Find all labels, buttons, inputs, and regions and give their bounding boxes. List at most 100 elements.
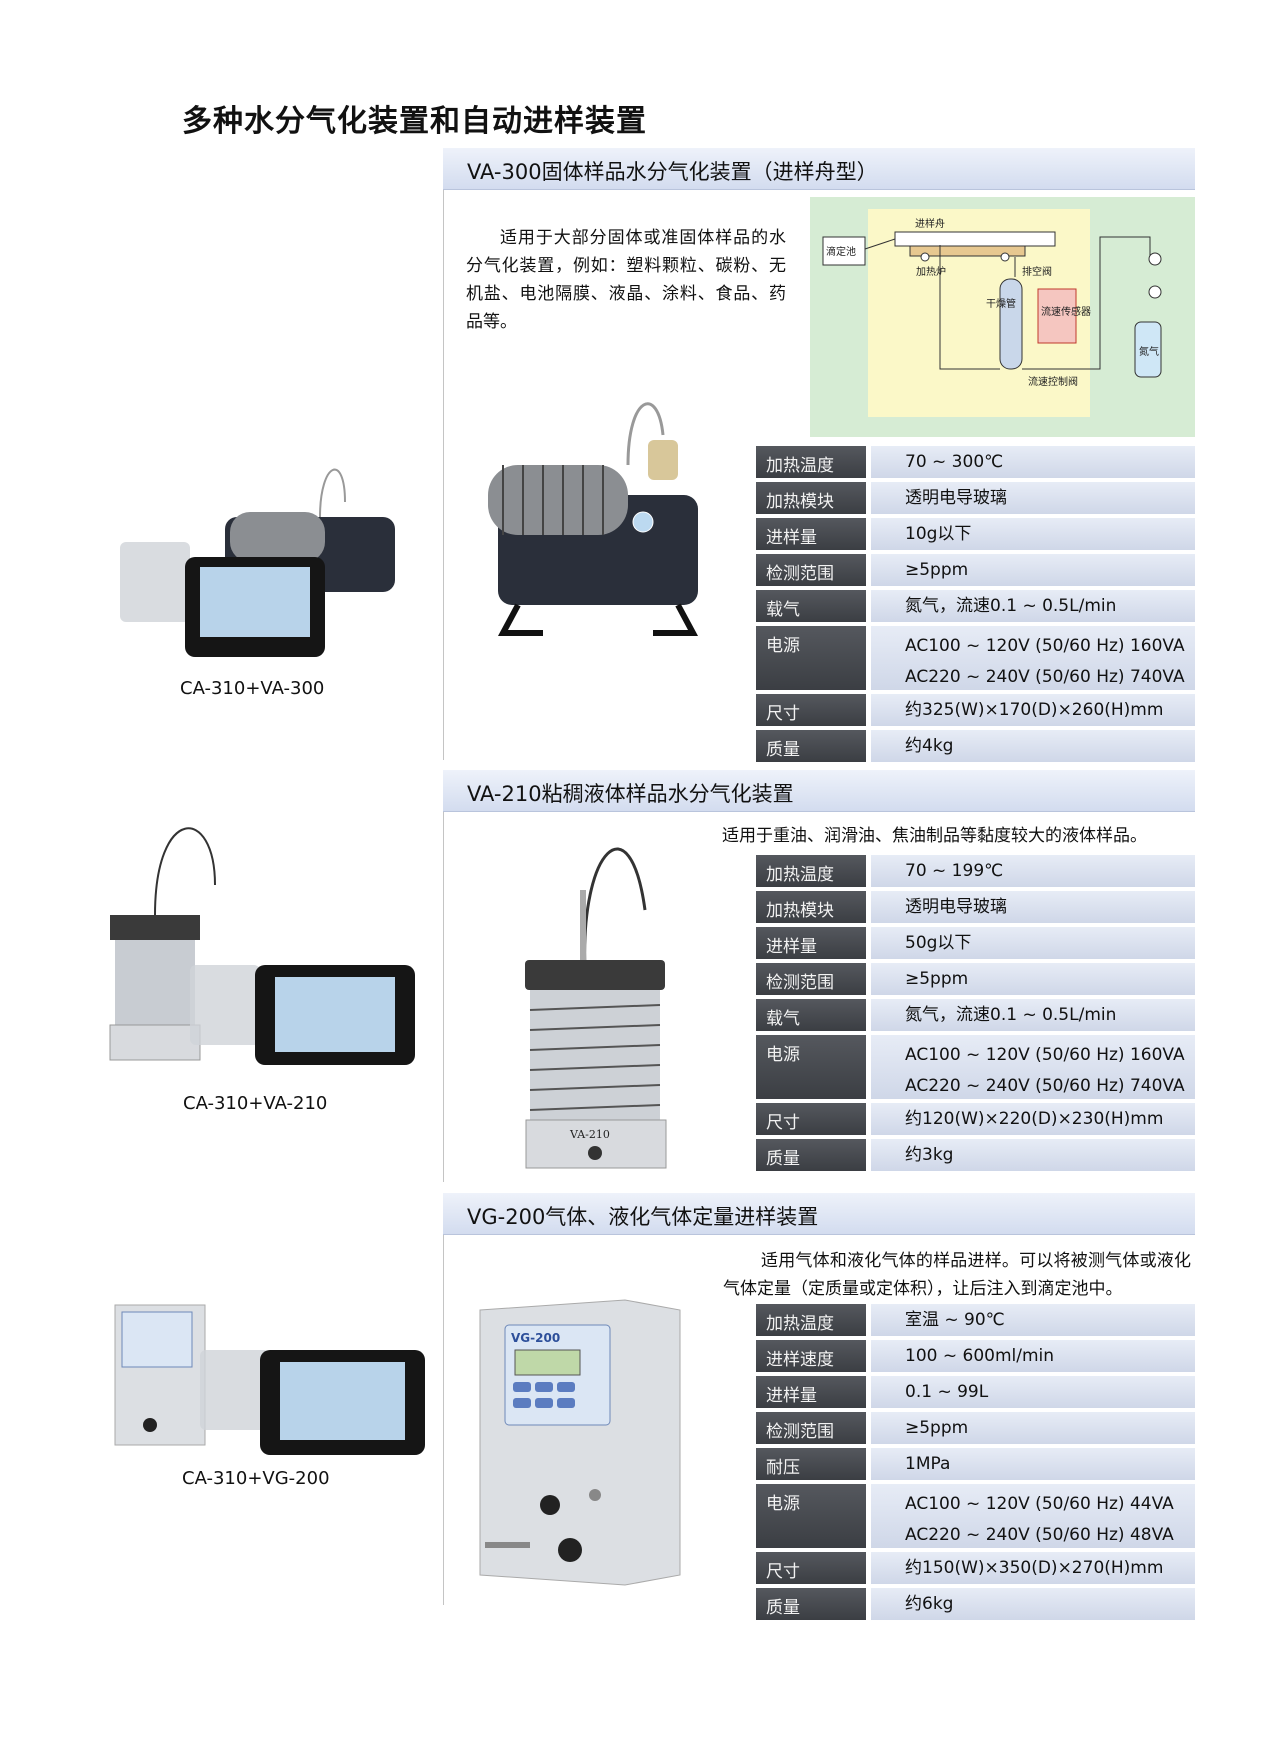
spec-label: 尺寸 xyxy=(756,1552,866,1584)
spec-value: 70 ~ 199℃ xyxy=(871,855,1195,887)
spec-value: 约325(W)×170(D)×260(H)mm xyxy=(871,694,1195,726)
spec-row: 载气 氮气，流速0.1 ~ 0.5L/min xyxy=(756,590,1195,622)
spec-label: 检测范围 xyxy=(756,554,866,586)
spec-label: 进样量 xyxy=(756,1376,866,1408)
spec-label: 电源 xyxy=(756,1035,866,1099)
spec-label: 质量 xyxy=(756,1139,866,1171)
spec-label: 质量 xyxy=(756,1588,866,1620)
spec-row: 检测范围 ≥5ppm xyxy=(756,963,1195,995)
section-title: VA-300固体样品水分气化装置（进样舟型） xyxy=(467,160,878,184)
label-titration-cell: 滴定池 xyxy=(826,245,856,258)
label-flow-sensor: 流速传感器 xyxy=(1041,305,1091,318)
spec-label: 加热温度 xyxy=(756,446,866,478)
spec-row: 检测范围 ≥5ppm xyxy=(756,554,1195,586)
device-caption: CA-310+VA-210 xyxy=(183,1093,328,1114)
spec-value-multiline: AC100 ~ 120V (50/60 Hz) 160VA AC220 ~ 24… xyxy=(871,626,1195,690)
spec-row: 检测范围 ≥5ppm xyxy=(756,1412,1195,1444)
spec-label: 检测范围 xyxy=(756,1412,866,1444)
spec-row-power: 电源 AC100 ~ 120V (50/60 Hz) 160VA AC220 ~… xyxy=(756,1035,1195,1099)
spec-value: 氮气，流速0.1 ~ 0.5L/min xyxy=(871,999,1195,1031)
va210-device-image: VA-210 xyxy=(525,847,667,1169)
spec-row: 质量 约6kg xyxy=(756,1588,1195,1620)
spec-value: 0.1 ~ 99L xyxy=(871,1376,1195,1408)
section-header-vg200: VG-200气体、液化气体定量进样装置 xyxy=(443,1193,1195,1235)
spec-value: ≥5ppm xyxy=(871,554,1195,586)
spec-row-power: 电源 AC100 ~ 120V (50/60 Hz) 160VA AC220 ~… xyxy=(756,626,1195,690)
spec-label: 加热模块 xyxy=(756,482,866,514)
spec-value: ≥5ppm xyxy=(871,963,1195,995)
va300-device-image xyxy=(488,402,699,636)
spec-label: 质量 xyxy=(756,730,866,762)
device-caption: CA-310+VG-200 xyxy=(182,1468,330,1489)
spec-label: 尺寸 xyxy=(756,694,866,726)
spec-value-line: AC220 ~ 240V (50/60 Hz) 740VA xyxy=(905,1076,1185,1096)
label-vent-valve: 排空阀 xyxy=(1022,265,1052,278)
spec-value-line: AC220 ~ 240V (50/60 Hz) 740VA xyxy=(905,667,1185,687)
spec-value: 1MPa xyxy=(871,1448,1195,1480)
label-flow-control-valve: 流速控制阀 xyxy=(1028,375,1078,388)
spec-value-line: AC220 ~ 240V (50/60 Hz) 48VA xyxy=(905,1525,1174,1545)
section-header-va210: VA-210粘稠液体样品水分气化装置 xyxy=(443,770,1195,812)
spec-label: 检测范围 xyxy=(756,963,866,995)
spec-row: 尺寸 约150(W)×350(D)×270(H)mm xyxy=(756,1552,1195,1584)
section-description: 适用于大部分固体或准固体样品的水分气化装置，例如：塑料颗粒、碳粉、无机盐、电池隔… xyxy=(466,228,786,332)
spec-label: 加热温度 xyxy=(756,855,866,887)
spec-value-multiline: AC100 ~ 120V (50/60 Hz) 44VA AC220 ~ 240… xyxy=(871,1484,1195,1548)
spec-row-power: 电源 AC100 ~ 120V (50/60 Hz) 44VA AC220 ~ … xyxy=(756,1484,1195,1548)
spec-value: 透明电导玻璃 xyxy=(871,482,1195,514)
ca310-va210-image xyxy=(109,827,415,1065)
label-furnace: 加热炉 xyxy=(916,265,946,278)
spec-label: 进样量 xyxy=(756,518,866,550)
flow-diagram: 滴定池 进样舟 加热炉 排空阀 干燥管 流速传感器 流速控制阀 氮气 xyxy=(810,197,1195,437)
spec-row: 尺寸 约325(W)×170(D)×260(H)mm xyxy=(756,694,1195,726)
spec-row: 质量 约4kg xyxy=(756,730,1195,762)
spec-value-line: AC100 ~ 120V (50/60 Hz) 160VA xyxy=(905,1045,1185,1065)
spec-value: 70 ~ 300℃ xyxy=(871,446,1195,478)
device-label: VG-200 xyxy=(511,1331,560,1345)
spec-label: 电源 xyxy=(756,626,866,690)
spec-value: 室温 ~ 90℃ xyxy=(871,1304,1195,1336)
spec-row: 进样速度 100 ~ 600ml/min xyxy=(756,1340,1195,1372)
spec-value: 氮气，流速0.1 ~ 0.5L/min xyxy=(871,590,1195,622)
spec-row: 加热温度 70 ~ 199℃ xyxy=(756,855,1195,887)
spec-value-line: AC100 ~ 120V (50/60 Hz) 44VA xyxy=(905,1494,1174,1514)
section-title: VG-200气体、液化气体定量进样装置 xyxy=(467,1205,819,1229)
spec-value: 约3kg xyxy=(871,1139,1195,1171)
spec-row: 加热模块 透明电导玻璃 xyxy=(756,482,1195,514)
label-boat: 进样舟 xyxy=(915,217,945,230)
label-drying-tube: 干燥管 xyxy=(986,297,1016,310)
spec-label: 加热模块 xyxy=(756,891,866,923)
section-divider xyxy=(443,190,444,760)
section-title: VA-210粘稠液体样品水分气化装置 xyxy=(467,782,794,806)
device-caption: CA-310+VA-300 xyxy=(180,678,325,699)
spec-row: 加热模块 透明电导玻璃 xyxy=(756,891,1195,923)
vg200-device-image: VG-200 xyxy=(479,1299,681,1586)
section-divider xyxy=(443,812,444,1182)
ca310-va300-image xyxy=(120,468,395,657)
spec-row: 加热温度 室温 ~ 90℃ xyxy=(756,1304,1195,1336)
spec-value-multiline: AC100 ~ 120V (50/60 Hz) 160VA AC220 ~ 24… xyxy=(871,1035,1195,1099)
spec-label: 耐压 xyxy=(756,1448,866,1480)
spec-row: 载气 氮气，流速0.1 ~ 0.5L/min xyxy=(756,999,1195,1031)
page-title: 多种水分气化装置和自动进样装置 xyxy=(182,104,647,139)
spec-row: 加热温度 70 ~ 300℃ xyxy=(756,446,1195,478)
ca310-vg200-image xyxy=(114,1304,425,1455)
spec-value: 100 ~ 600ml/min xyxy=(871,1340,1195,1372)
spec-label: 载气 xyxy=(756,590,866,622)
spec-row: 进样量 0.1 ~ 99L xyxy=(756,1376,1195,1408)
section-divider xyxy=(443,1235,444,1605)
spec-label: 加热温度 xyxy=(756,1304,866,1336)
spec-label: 进样速度 xyxy=(756,1340,866,1372)
spec-row: 耐压 1MPa xyxy=(756,1448,1195,1480)
spec-row: 质量 约3kg xyxy=(756,1139,1195,1171)
spec-label: 载气 xyxy=(756,999,866,1031)
spec-label: 尺寸 xyxy=(756,1103,866,1135)
flow-diagram-svg: 滴定池 进样舟 加热炉 排空阀 干燥管 流速传感器 流速控制阀 氮气 xyxy=(822,217,1162,388)
spec-label: 电源 xyxy=(756,1484,866,1548)
spec-value: 50g以下 xyxy=(871,927,1195,959)
spec-value: 约120(W)×220(D)×230(H)mm xyxy=(871,1103,1195,1135)
spec-value: 10g以下 xyxy=(871,518,1195,550)
spec-value-line: AC100 ~ 120V (50/60 Hz) 160VA xyxy=(905,636,1185,656)
spec-value: 透明电导玻璃 xyxy=(871,891,1195,923)
label-nitrogen: 氮气 xyxy=(1139,345,1159,358)
